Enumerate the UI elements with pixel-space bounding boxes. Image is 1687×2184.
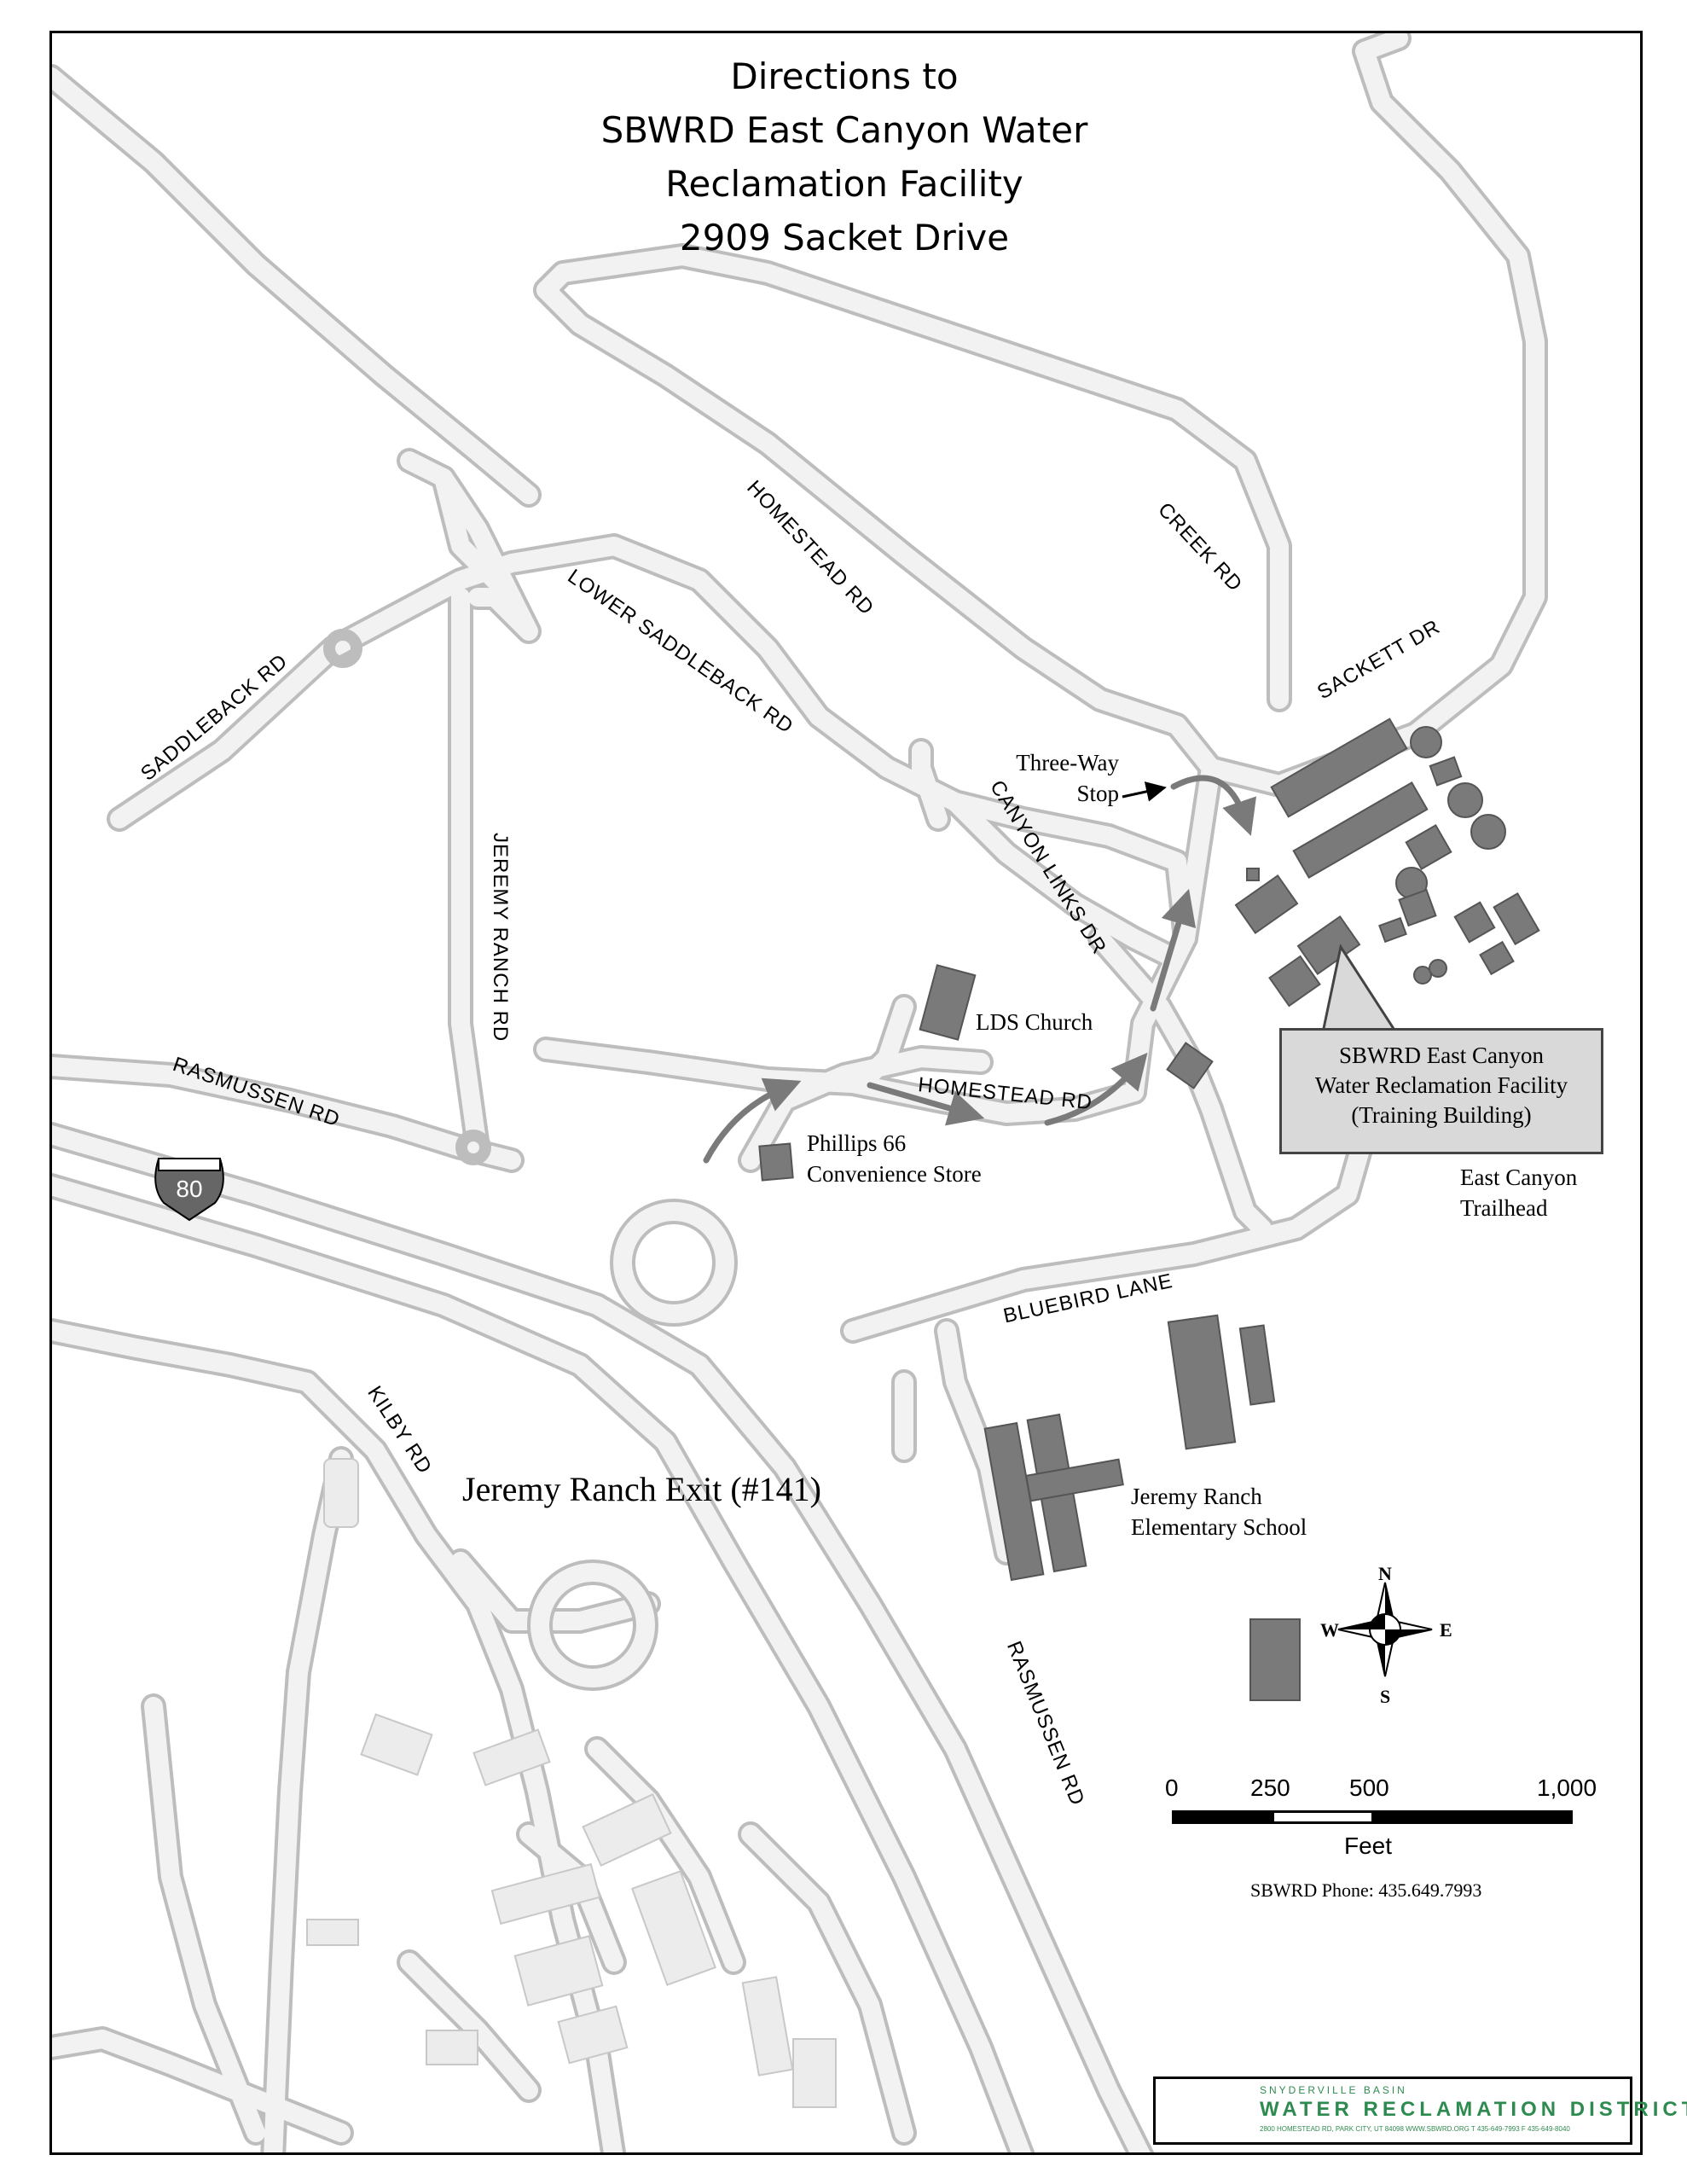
road-label-jeremy-ranch: JEREMY RANCH RD	[489, 833, 512, 1043]
scale-unit: Feet	[1344, 1833, 1393, 1859]
map-frame	[49, 31, 1643, 2155]
logo-address: 2800 HOMESTEAD RD, PARK CITY, UT 84098 W…	[1260, 2125, 1570, 2133]
jeremy-ranch-exit-label: Jeremy Ranch Exit (#141)	[462, 1470, 821, 1508]
callout-line-1: SBWRD East Canyon	[1339, 1043, 1544, 1068]
lower-left-buildings	[306, 1458, 837, 2108]
route-arrow-4	[1150, 888, 1197, 1012]
title-line-2: SBWRD East Canyon Water	[600, 109, 1088, 151]
callout-line-2: Water Reclamation Facility	[1314, 1072, 1568, 1098]
route-arrow-3	[1044, 1052, 1148, 1126]
logo-main-text: WATER RECLAMATION DISTRICT	[1260, 2098, 1687, 2121]
three-way-stop-pointer	[1122, 781, 1167, 802]
route-arrows	[703, 775, 1257, 1164]
trailhead-line-1: East Canyon	[1460, 1165, 1578, 1190]
compass-east: E	[1440, 1619, 1452, 1641]
phillips-66-label: Phillips 66 Convenience Store	[807, 1128, 982, 1189]
title-line-3: Reclamation Facility	[665, 163, 1023, 205]
logo-small-text: SNYDERVILLE BASIN	[1260, 2084, 1407, 2096]
lds-church-label: LDS Church	[976, 1009, 1093, 1035]
east-canyon-trailhead-label: East Canyon Trailhead	[1460, 1162, 1577, 1223]
school-line-1: Jeremy Ranch	[1131, 1484, 1262, 1509]
phone-number: SBWRD Phone: 435.649.7993	[1250, 1879, 1482, 1901]
compass-south: S	[1380, 1686, 1391, 1707]
phillips-line-1: Phillips 66	[807, 1130, 907, 1156]
buildings	[758, 717, 1540, 1701]
map-title: Directions to SBWRD East Canyon Water Re…	[478, 49, 1211, 264]
three-way-line-1: Three-Way	[1016, 750, 1119, 775]
route-arrow-5	[1170, 775, 1257, 836]
trailhead-line-2: Trailhead	[1460, 1195, 1548, 1221]
district-logo: SNYDERVILLE BASIN WATER RECLAMATION DIST…	[1153, 2077, 1687, 2145]
interstate-80-shield	[154, 1158, 224, 1222]
three-way-line-2: Stop	[1076, 781, 1119, 806]
facility-callout: SBWRD East Canyon Water Reclamation Faci…	[1279, 1028, 1603, 1154]
title-line-1: Directions to	[730, 55, 959, 97]
callout-line-3: (Training Building)	[1351, 1102, 1532, 1128]
phillips-line-2: Convenience Store	[807, 1161, 982, 1187]
interstate-number: 80	[176, 1176, 203, 1202]
compass-north: N	[1378, 1563, 1392, 1584]
compass-west: W	[1320, 1619, 1339, 1641]
school-line-2: Elementary School	[1131, 1514, 1307, 1540]
elementary-school-label: Jeremy Ranch Elementary School	[1131, 1481, 1307, 1542]
scale-tick-250: 250	[1250, 1774, 1290, 1801]
scale-tick-500: 500	[1349, 1774, 1389, 1801]
route-arrow-2	[867, 1082, 985, 1126]
three-way-stop-label: Three-Way Stop	[998, 747, 1119, 809]
scale-tick-0: 0	[1165, 1774, 1179, 1801]
route-arrow-1	[703, 1077, 802, 1164]
compass-rose	[1337, 1582, 1433, 1677]
scale-bar	[1172, 1810, 1573, 1824]
scale-tick-1000: 1,000	[1537, 1774, 1597, 1801]
title-line-4: 2909 Sacket Drive	[679, 217, 1010, 258]
